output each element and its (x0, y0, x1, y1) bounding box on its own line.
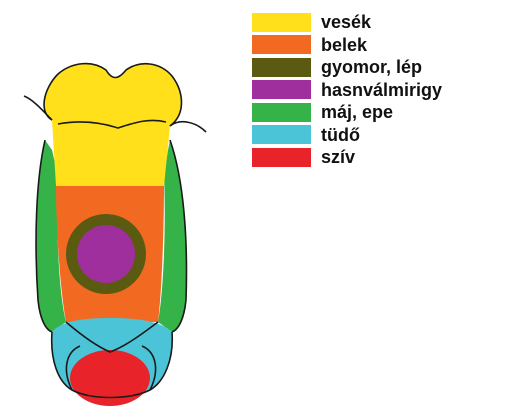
legend-item: máj, epe (252, 101, 502, 124)
legend-swatch (252, 35, 311, 54)
organ-map-diagram (0, 0, 240, 407)
legend-swatch (252, 103, 311, 122)
legend-swatch (252, 148, 311, 167)
kidneys-region (44, 64, 181, 186)
legend-item: vesék (252, 11, 502, 34)
legend-item: hasnválmirigy (252, 79, 502, 102)
legend-label: gyomor, lép (321, 58, 422, 76)
legend-item: tüdő (252, 124, 502, 147)
legend-label: hasnválmirigy (321, 81, 442, 99)
legend-swatch (252, 13, 311, 32)
legend-label: szív (321, 148, 355, 166)
legend-label: máj, epe (321, 103, 393, 121)
legend-item: belek (252, 34, 502, 57)
legend-swatch (252, 58, 311, 77)
legend-label: vesék (321, 13, 371, 31)
legend-item: gyomor, lép (252, 56, 502, 79)
legend-swatch (252, 125, 311, 144)
legend-label: belek (321, 36, 367, 54)
pancreas-center (77, 225, 135, 283)
legend-item: szív (252, 146, 502, 169)
legend-label: tüdő (321, 126, 360, 144)
legend: vesék belek gyomor, lép hasnválmirigy máj, e… (252, 11, 502, 169)
legend-swatch (252, 80, 311, 99)
